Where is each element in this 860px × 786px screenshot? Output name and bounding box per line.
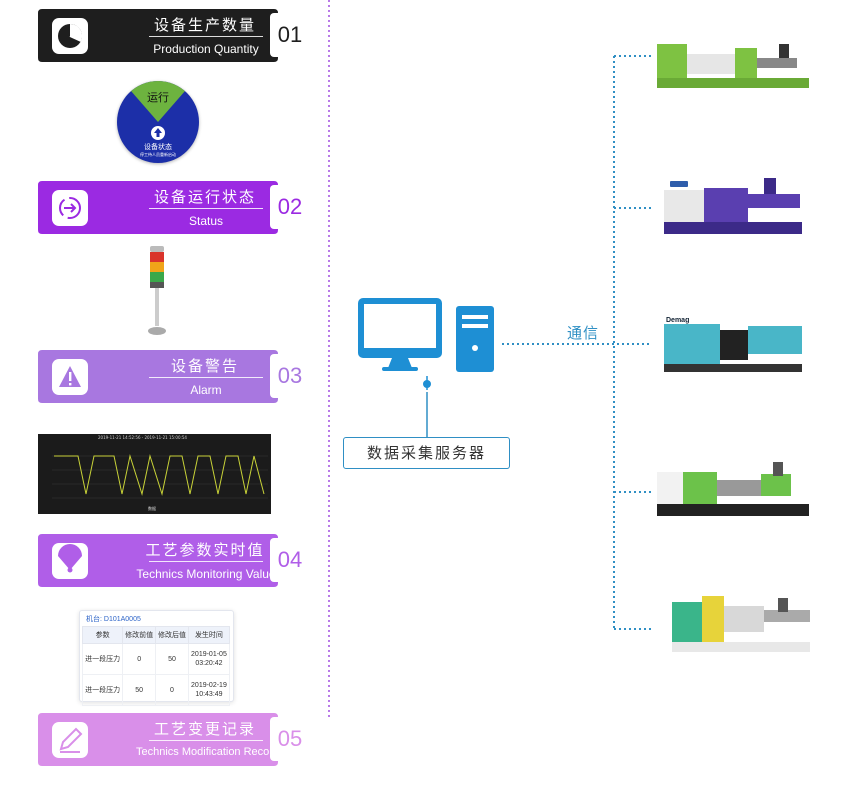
machine-brand-label: Demag (666, 317, 690, 324)
feature-tile-alarm: 设备警告 Alarm 03 (38, 350, 310, 403)
feature-title: 工艺参数实时值 (145, 541, 265, 559)
pie-chart-icon (46, 17, 94, 55)
column-header: 修改后值 (155, 626, 189, 644)
time-cell: 2019-02-19 10:43:49 (187, 674, 231, 706)
title-underline (149, 377, 263, 378)
table-header-row: 参数 修改前值 修改后值 发生时间 (81, 626, 231, 644)
column-header: 发生时间 (187, 626, 231, 644)
injection-machine-5 (672, 596, 810, 652)
feature-subtitle: Technics Modification Record (136, 746, 280, 758)
feature-number: 01 (277, 22, 303, 47)
before-value-cell: 50 (122, 674, 157, 706)
feature-number: 02 (277, 194, 303, 219)
trend-chart-legend: 数据 (148, 506, 156, 511)
date-text: 2019-01-05 (191, 651, 227, 658)
process-trend-chart: 2019-11-21 14:52:56 - 2019-11-21 15:00:5… (38, 434, 271, 514)
title-underline (149, 208, 263, 209)
trend-chart-header: 2019-11-21 14:52:56 - 2019-11-21 15:00:5… (98, 435, 187, 440)
after-value-cell: 50 (155, 643, 189, 675)
title-underline (149, 740, 263, 741)
column-header: 修改前值 (122, 626, 157, 644)
modification-record-table: 机台: D101A0005 参数 修改前值 修改后值 发生时间 进一段压力 0 … (79, 610, 234, 706)
feature-title: 设备生产数量 (153, 16, 256, 34)
table-row: 进一段压力 50 0 2019-02-19 10:43:49 (81, 674, 231, 706)
server-connector (426, 392, 428, 438)
edit-pencil-icon (46, 721, 94, 759)
server-label: 数据采集服务器 (343, 437, 510, 469)
run-status-disc: 运行 设备状态 停工待人员重新启动 (117, 81, 199, 163)
after-value-cell: 0 (155, 674, 189, 706)
run-label: 运行 (147, 91, 169, 104)
number-box (270, 354, 310, 398)
feature-subtitle: Production Quantity (153, 42, 259, 56)
computer-monitor-icon (358, 298, 494, 390)
feature-tile-status: 设备运行状态 Status 02 (38, 181, 310, 234)
table-row: 进一段压力 0 50 2019-01-05 03:20:42 (81, 643, 231, 675)
number-box (270, 13, 310, 57)
time-text: 10:43:49 (195, 691, 223, 698)
before-value-cell: 0 (122, 643, 157, 675)
status-title: 设备状态 (144, 143, 172, 151)
feature-number: 05 (277, 726, 303, 751)
feature-title: 设备警告 (170, 357, 239, 375)
feature-subtitle: Technics Monitoring Value (136, 567, 276, 581)
column-header: 参数 (81, 626, 124, 644)
feature-subtitle: Status (188, 214, 224, 228)
communication-label: 通信 (567, 324, 600, 342)
param-cell: 进一段压力 (81, 674, 124, 706)
feature-number: 04 (277, 547, 303, 572)
time-cell: 2019-01-05 03:20:42 (187, 643, 231, 675)
feature-tile-modification-record: 工艺变更记录 Technics Modification Record 05 (38, 713, 310, 766)
injection-machine-2 (664, 178, 802, 234)
machine-id-label: 机台: D101A0005 (86, 616, 141, 623)
feature-tile-technics-monitoring: 工艺参数实时值 Technics Monitoring Value 04 (38, 534, 310, 587)
warning-triangle-icon (46, 358, 94, 396)
feature-title: 设备运行状态 (153, 188, 256, 206)
feature-tile-production-quantity: 设备生产数量 Production Quantity 01 (38, 9, 310, 62)
time-text: 03:20:42 (195, 660, 223, 667)
param-cell: 进一段压力 (81, 643, 124, 675)
refresh-cycle-icon (46, 189, 94, 227)
feature-number: 03 (277, 363, 303, 388)
injection-machine-4 (657, 462, 809, 516)
title-underline (149, 36, 263, 37)
status-caption: 停工待人员重新启动 (140, 152, 176, 157)
feature-title: 工艺变更记录 (153, 720, 256, 738)
injection-machine-1 (657, 44, 809, 88)
gauge-fan-icon (46, 542, 94, 580)
network-links (502, 55, 652, 630)
date-text: 2019-02-19 (191, 682, 227, 689)
number-box (270, 185, 310, 229)
injection-machine-3 (664, 324, 802, 372)
column-divider (328, 0, 330, 718)
title-underline (149, 561, 263, 562)
feature-subtitle: Alarm (190, 383, 222, 397)
signal-tower-light (148, 246, 166, 335)
number-box (270, 717, 310, 761)
number-box (270, 538, 310, 582)
